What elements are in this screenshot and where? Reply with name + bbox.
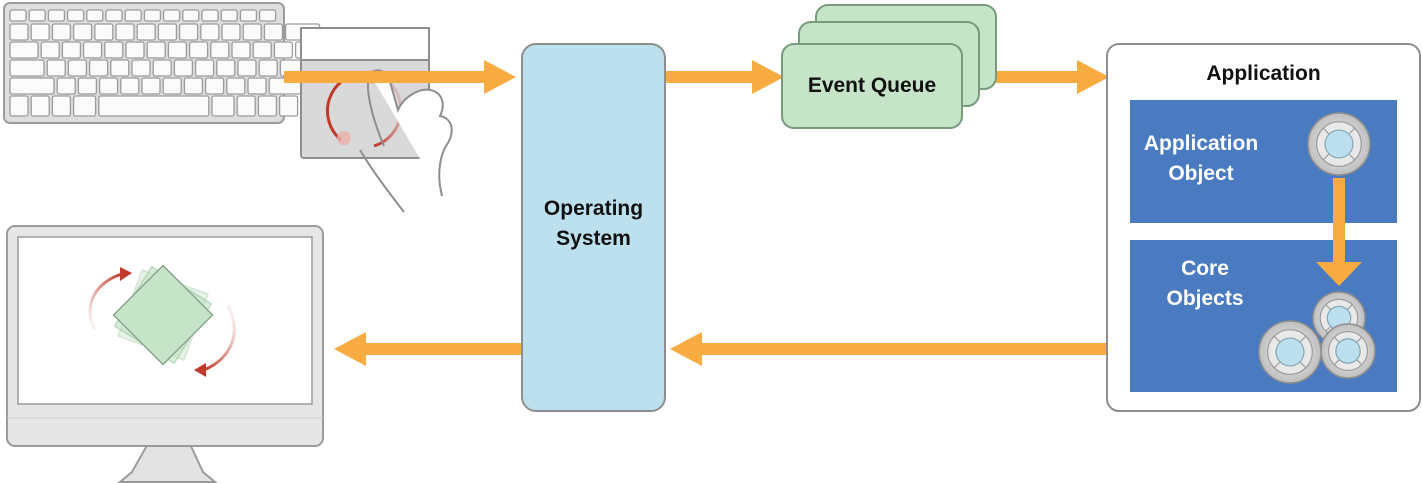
keyboard-key [104,41,124,59]
hand-gesture-icon [359,69,453,213]
keyboard-key [9,77,55,95]
keyboard-key [51,95,72,117]
keyboard-key [162,9,181,22]
arrow-input-to-os [284,60,516,94]
core-objects-label: Core Objects [1155,254,1255,314]
arrow-os-to-display [334,332,522,366]
keyboard-key [9,95,29,117]
keyboard-key [182,9,200,22]
keyboard-key [66,9,85,22]
keyboard-key [136,23,156,41]
rotation-arrows [88,267,236,377]
keyboard-key [94,23,114,41]
keyboard-key [247,77,267,95]
keyboard-key [221,23,241,41]
keyboard-key [120,77,140,95]
keyboard-key [273,41,294,59]
arrow-app-object-to-core [1316,178,1362,286]
keyboard-key [263,23,284,41]
application-object-line2: Object [1168,162,1234,185]
keyboard-key [98,95,210,117]
keyboard-key [61,41,82,59]
keyboard-key [183,77,204,95]
keyboard-key [46,59,66,77]
arrow-os-to-queue [665,60,784,94]
keyboard-key [124,9,142,22]
keyboard-key [82,41,103,59]
keyboard-key [131,59,151,77]
keyboard-key [9,9,27,22]
keyboard-key [257,95,278,117]
os-box [521,43,666,412]
keyboard-key [242,23,262,41]
keyboard-key [162,77,182,95]
keyboard-key [141,77,161,95]
keyboard-key [110,59,130,77]
keyboard-key [40,41,60,59]
keyboard-key [201,9,219,22]
keyboard-key [9,41,39,59]
keyboard-key [157,23,178,41]
keyboard-key [30,23,50,41]
core-objects-line2: Objects [1166,287,1244,310]
keyboard-key [173,59,194,77]
keyboard-key [258,59,278,77]
application-object-label: Application Object [1140,129,1262,189]
keyboard-key [77,77,98,95]
keyboard-key [237,59,257,77]
keyboard-key [167,41,188,59]
keyboard-key [88,59,109,77]
core-objects-line1: Core [1181,257,1229,280]
keyboard-key [231,41,251,59]
event-queue-label: Event Queue [807,74,937,97]
application-object-line1: Application [1143,132,1259,155]
rotated-diamond-icon [112,264,214,366]
keyboard-key [146,41,166,59]
keyboard-key [236,95,256,117]
object-node-icon [1307,112,1371,176]
object-node-icon [1320,323,1376,379]
keyboard-key [30,95,50,117]
keyboard-key [200,23,220,41]
keyboard-key [211,95,235,117]
keyboard-key [51,23,72,41]
keyboard-key [152,59,172,77]
keyboard-key [86,9,104,22]
keyboard-key [210,41,230,59]
keyboard-key [72,23,93,41]
keyboard-key [278,95,299,117]
keyboard-key [98,77,119,95]
keyboard-key [125,41,145,59]
application-title: Application [1206,62,1321,85]
object-node-icon [1258,320,1322,384]
keyboard-key [239,9,258,22]
keyboard-key [178,23,199,41]
keyboard-key [204,77,225,95]
keyboard-key [115,23,135,41]
keyboard-key [105,9,123,22]
keyboard-key [56,77,76,95]
keyboard-key [226,77,246,95]
keyboard-key [258,9,277,22]
os-label: Operating System [522,194,665,254]
keyboard-key [9,23,29,41]
arrow-queue-to-app [990,60,1109,94]
keyboard-key [67,59,88,77]
os-label-line2: System [556,227,631,250]
keyboard-key [9,59,45,77]
keyboard-key [194,59,215,77]
keyboard-key [216,59,236,77]
keyboard-icon [3,2,321,124]
keyboard-key [220,9,238,22]
keyboard-key [28,9,46,22]
keyboard-key [143,9,162,22]
event-queue-stack [781,4,997,129]
os-label-line1: Operating [543,197,644,220]
keyboard-key [47,9,66,22]
keyboard-key [72,95,97,117]
keyboard-key [252,41,272,59]
object-nodes [1258,112,1376,384]
keyboard-key [188,41,209,59]
